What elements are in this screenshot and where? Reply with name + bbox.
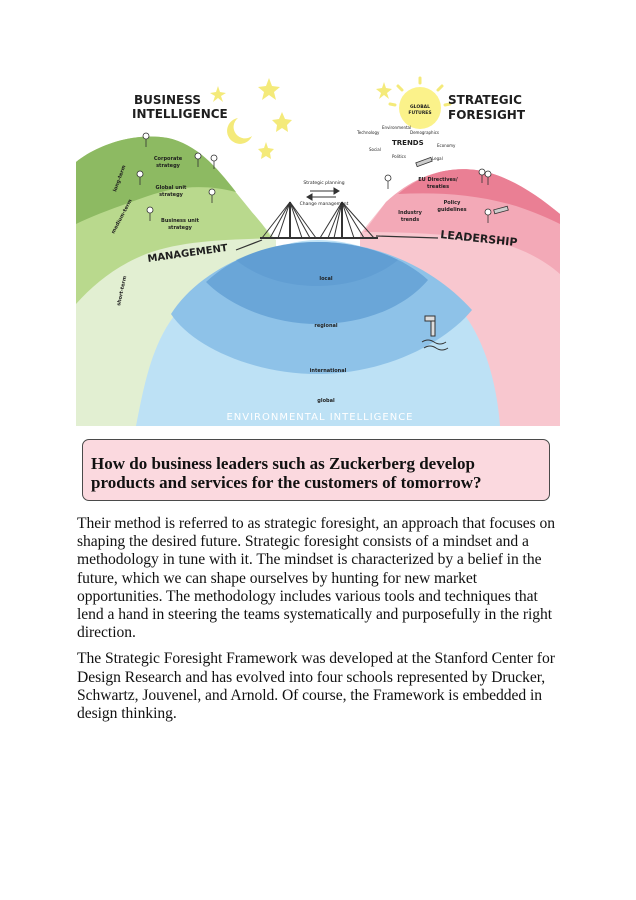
water-basin — [136, 240, 500, 426]
left-level-corporate-strategy: strategy — [156, 163, 181, 169]
title-strategic: STRATEGIC — [448, 93, 522, 107]
management-arrow — [235, 239, 263, 251]
sun-label-futures: FUTURES — [408, 110, 431, 116]
trend-economy: Economy — [437, 143, 456, 148]
question-callout: How do business leaders such as Zuckerbe… — [82, 439, 550, 501]
leadership-arrow — [375, 235, 439, 239]
paragraph-strategic-foresight: Their method is referred to as strategic… — [77, 515, 555, 642]
left-level-global-unit-strategy: strategy — [159, 192, 184, 198]
trend-politics: Politics — [392, 154, 406, 159]
left-level-global-unit: Global unit — [156, 185, 187, 191]
right-level-trends: trends — [401, 217, 419, 223]
trends-label: TRENDS — [392, 139, 424, 147]
trend-social: Social — [369, 147, 381, 152]
left-level-business-unit: Business unit — [161, 218, 200, 224]
right-level-guidelines: guidelines — [437, 207, 466, 213]
sky-decoration — [210, 78, 392, 159]
callout-question: How do business leaders such as Zuckerbe… — [91, 454, 482, 492]
periscope-icon — [421, 315, 449, 351]
water-level-international: international — [310, 368, 347, 374]
right-level-treaties: treaties — [427, 184, 449, 190]
left-level-business-unit-strategy: strategy — [168, 225, 193, 231]
telescope-icon — [415, 156, 509, 215]
trend-technology: Technology — [356, 130, 380, 135]
paragraph-framework: The Strategic Foresight Framework was de… — [77, 650, 555, 723]
title-business: BUSINESS — [134, 93, 201, 107]
environmental-intelligence-label: ENVIRONMENTAL INTELLIGENCE — [226, 412, 413, 423]
star-icon — [258, 142, 274, 159]
bridge — [260, 201, 378, 239]
title-foresight: FORESIGHT — [448, 108, 526, 122]
sun — [388, 76, 452, 129]
body-text: Their method is referred to as strategic… — [77, 515, 563, 731]
left-level-corporate: Corporate — [154, 156, 183, 162]
left-hill — [76, 136, 276, 426]
moon-icon — [227, 118, 252, 144]
star-icon — [210, 86, 226, 102]
star-icon — [376, 82, 392, 99]
bridge-label-change-management: Change management — [300, 201, 349, 207]
right-level-industry: Industry — [398, 210, 422, 216]
trend-demographics: Demographics — [410, 130, 439, 135]
right-level-policy: Policy — [444, 200, 461, 206]
title-intelligence: INTELLIGENCE — [132, 107, 228, 121]
water-level-local: local — [319, 276, 332, 282]
water-level-regional: regional — [314, 323, 338, 329]
star-icon — [272, 112, 292, 132]
trend-environmental: Environmental — [382, 125, 411, 130]
trend-legal: Legal — [432, 156, 443, 161]
strategic-foresight-illustration: Strategic planning Change management GLO… — [76, 76, 560, 426]
star-icon — [258, 78, 280, 100]
bridge-arrows — [306, 187, 340, 201]
people-figures — [136, 132, 492, 223]
bridge-label-strategic-planning: Strategic planning — [303, 180, 344, 186]
sun-label-global: GLOBAL — [410, 104, 430, 110]
water-level-global: global — [317, 398, 335, 404]
right-level-eu-directives: EU Directives/ — [418, 177, 458, 183]
